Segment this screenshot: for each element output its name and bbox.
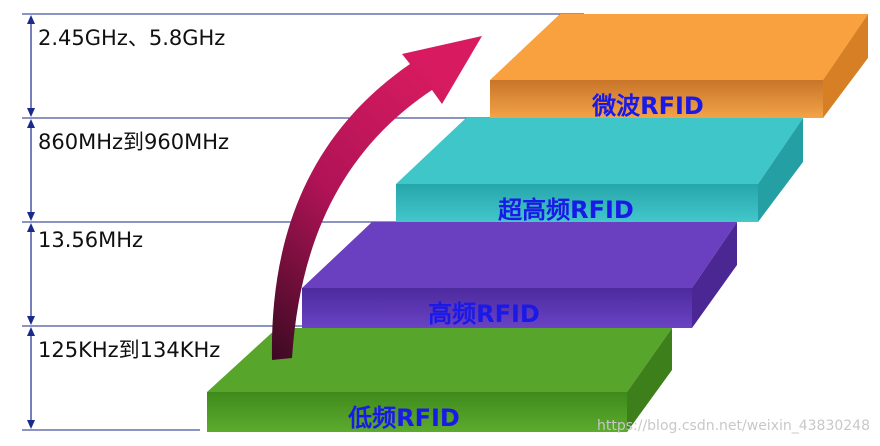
step-side <box>627 328 672 432</box>
step-side <box>692 222 737 328</box>
band-lines <box>22 13 584 431</box>
curved-arrow-icon <box>271 36 482 360</box>
step-front <box>207 392 627 432</box>
step-top <box>396 118 803 184</box>
step-label-high-frequency: 高频RFID <box>428 300 540 328</box>
step-top <box>207 328 672 392</box>
double-arrow-icon <box>27 327 35 429</box>
band-label-microwave: 2.45GHz、5.8GHz <box>38 26 226 50</box>
step-front <box>302 288 692 328</box>
double-arrow-icon <box>27 15 35 117</box>
step-label-ultra-high-frequency: 超高频RFID <box>498 196 634 224</box>
step-top <box>490 14 868 80</box>
step-side <box>758 118 803 222</box>
step-front <box>490 80 823 118</box>
step-label-low-frequency: 低频RFID <box>348 404 460 432</box>
step-ultra-high-frequency <box>396 118 803 222</box>
step-high-frequency <box>302 222 737 328</box>
band-label-lf: 125KHz到134KHz <box>38 338 221 362</box>
step-top <box>302 222 737 288</box>
step-label-microwave: 微波RFID <box>592 92 704 120</box>
step-front <box>396 184 758 222</box>
step-side <box>823 14 868 118</box>
step-microwave <box>490 14 868 118</box>
watermark-text: https://blog.csdn.net/weixin_43830248 <box>596 418 870 434</box>
step-low-frequency <box>207 328 672 432</box>
band-label-hf: 13.56MHz <box>38 228 144 252</box>
double-arrow-icon <box>27 223 35 325</box>
double-arrow-icon <box>27 119 35 221</box>
band-label-uhf: 860MHz到960MHz <box>38 130 230 154</box>
band-arrows <box>27 15 35 429</box>
